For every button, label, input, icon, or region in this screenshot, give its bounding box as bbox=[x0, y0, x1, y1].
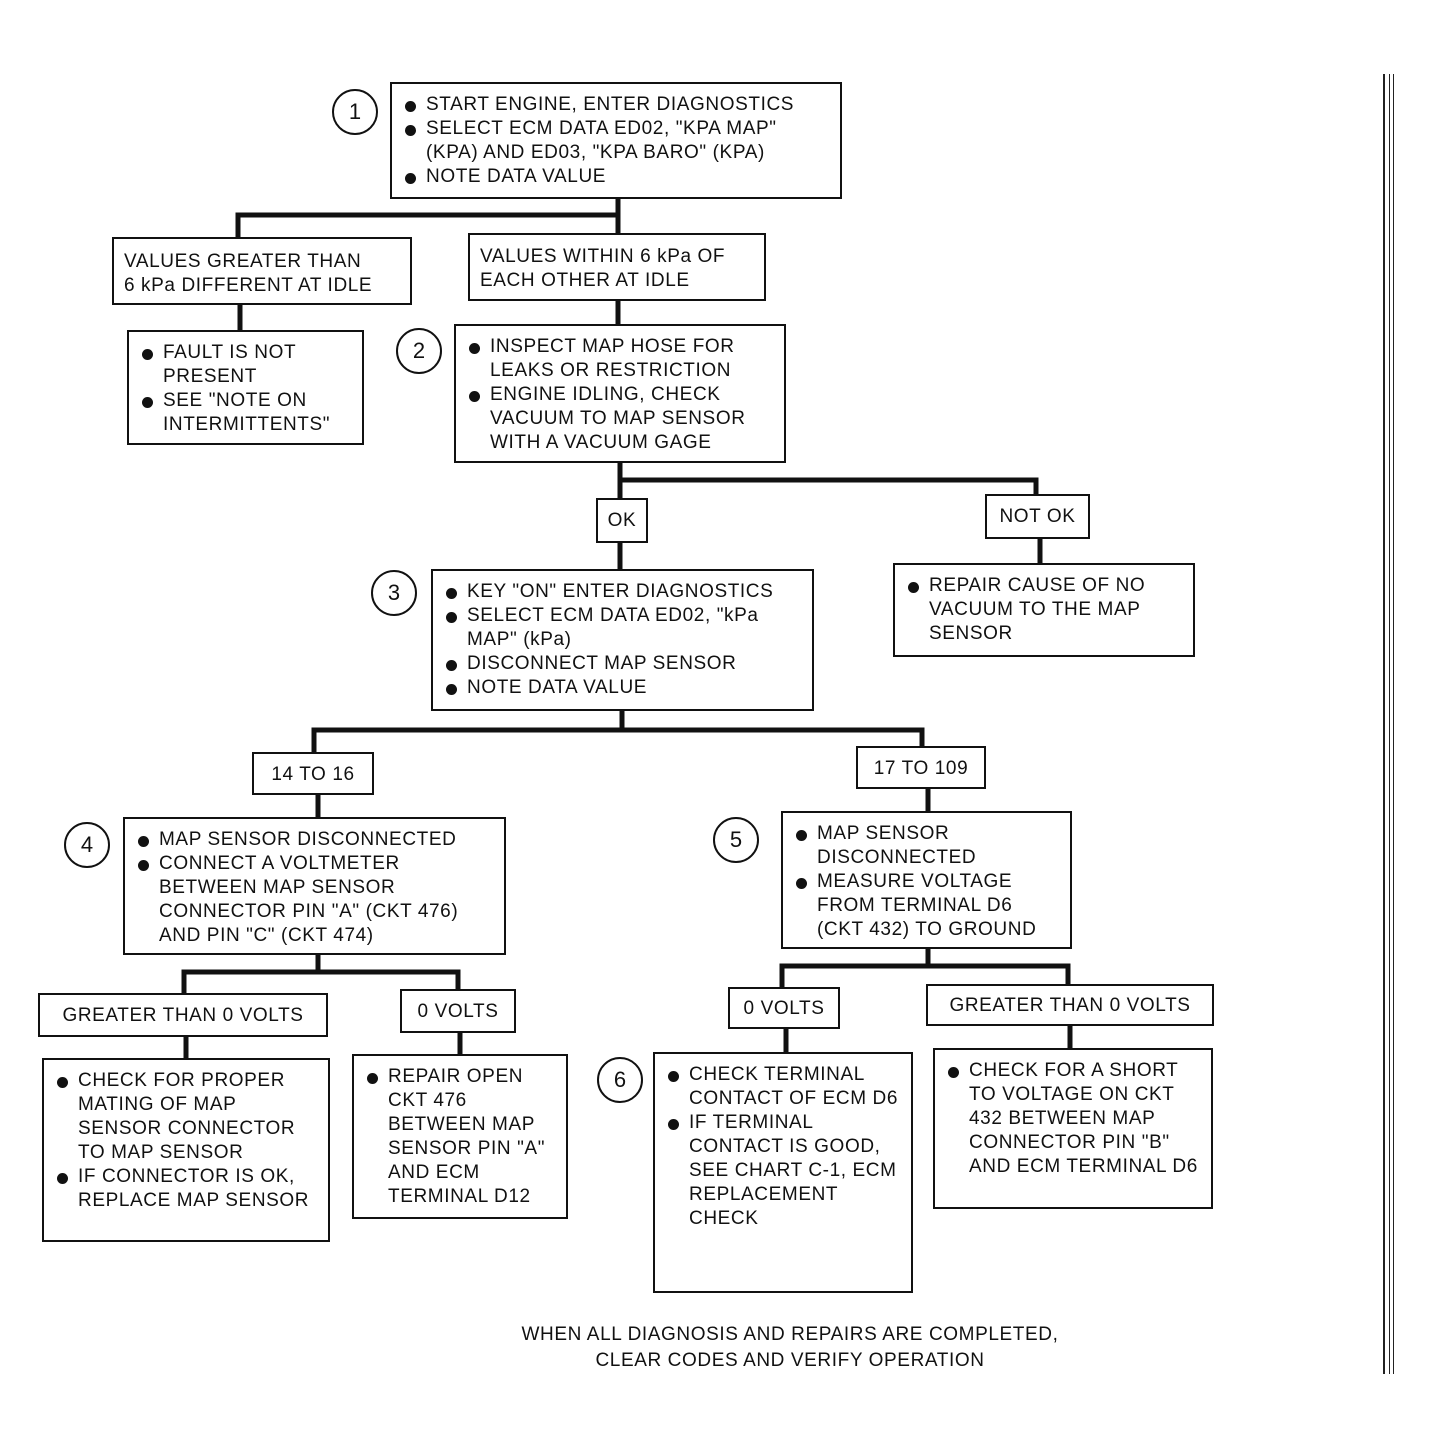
fault-not-present-box: FAULT IS NOT PRESENT SEE "NOTE ON INTERM… bbox=[127, 330, 364, 445]
repair-vacuum-box: REPAIR CAUSE OF NO VACUUM TO THE MAP SEN… bbox=[893, 563, 1195, 657]
step-1-box: START ENGINE, ENTER DIAGNOSTICS SELECT E… bbox=[390, 82, 842, 199]
step-6-marker: 6 bbox=[597, 1057, 643, 1103]
fault-item: SEE "NOTE ON INTERMITTENTS" bbox=[139, 389, 354, 437]
step-5-item: MAP SENSOR DISCONNECTED bbox=[793, 822, 1062, 870]
outcome-values-within-6kpa: VALUES WITHIN 6 kPa OF EACH OTHER AT IDL… bbox=[468, 233, 766, 301]
step-1-item: START ENGINE, ENTER DIAGNOSTICS bbox=[402, 93, 832, 117]
step-1-marker: 1 bbox=[332, 89, 378, 135]
step-3-item: NOTE DATA VALUE bbox=[443, 676, 804, 700]
step-2-marker: 2 bbox=[396, 328, 442, 374]
step-3-box: KEY "ON" ENTER DIAGNOSTICS SELECT ECM DA… bbox=[431, 569, 814, 711]
footer-note: WHEN ALL DIAGNOSIS AND REPAIRS ARE COMPL… bbox=[440, 1322, 1140, 1374]
margin-rule bbox=[1383, 74, 1385, 1374]
margin-rule bbox=[1393, 74, 1394, 1374]
step-2-box: INSPECT MAP HOSE FOR LEAKS OR RESTRICTIO… bbox=[454, 324, 786, 463]
margin-rule bbox=[1389, 74, 1390, 1374]
check-short-item: CHECK FOR A SHORT TO VOLTAGE ON CKT 432 … bbox=[945, 1059, 1203, 1179]
footer-line: WHEN ALL DIAGNOSIS AND REPAIRS ARE COMPL… bbox=[521, 1324, 1059, 1345]
repair-vacuum-item: REPAIR CAUSE OF NO VACUUM TO THE MAP SEN… bbox=[905, 574, 1185, 646]
label-line: VALUES WITHIN 6 kPa OF bbox=[480, 246, 726, 267]
step-2-item: INSPECT MAP HOSE FOR LEAKS OR RESTRICTIO… bbox=[466, 335, 776, 383]
label-line: 6 kPa DIFFERENT AT IDLE bbox=[124, 275, 373, 296]
outcome-values-greater-than-6kpa: VALUES GREATER THAN 6 kPa DIFFERENT AT I… bbox=[112, 237, 412, 305]
check-mating-box: CHECK FOR PROPER MATING OF MAP SENSOR CO… bbox=[42, 1058, 330, 1242]
label-line: EACH OTHER AT IDLE bbox=[480, 270, 690, 291]
step-4-item: MAP SENSOR DISCONNECTED bbox=[135, 828, 496, 852]
step-1-item: SELECT ECM DATA ED02, "kPa MAP" (kPa) AN… bbox=[402, 117, 832, 165]
outcome-step4-0-volts: 0 VOLTS bbox=[400, 989, 516, 1033]
step-6-item: IF TERMINAL CONTACT IS GOOD, SEE CHART C… bbox=[665, 1111, 903, 1231]
outcome-step5-greater-than-0-volts: GREATER THAN 0 VOLTS bbox=[926, 984, 1214, 1026]
outcome-step4-greater-than-0-volts: GREATER THAN 0 VOLTS bbox=[38, 993, 328, 1037]
step-4-marker: 4 bbox=[64, 822, 110, 868]
step-5-marker: 5 bbox=[713, 817, 759, 863]
step-4-box: MAP SENSOR DISCONNECTED CONNECT A VOLTME… bbox=[123, 817, 506, 955]
step-6-box: CHECK TERMINAL CONTACT OF ECM D6 IF TERM… bbox=[653, 1052, 913, 1293]
mating-item: IF CONNECTOR IS OK, REPLACE MAP SENSOR bbox=[54, 1165, 320, 1213]
outcome-ok: OK bbox=[596, 498, 648, 543]
step-4-item: CONNECT A VOLTMETER BETWEEN MAP SENSOR C… bbox=[135, 852, 496, 948]
step-5-item: MEASURE VOLTAGE FROM TERMINAL D6 (CKT 43… bbox=[793, 870, 1062, 942]
repair-open-item: REPAIR OPEN CKT 476 BETWEEN MAP SENSOR P… bbox=[364, 1065, 558, 1209]
outcome-17-to-109: 17 TO 109 bbox=[856, 746, 986, 789]
step-3-item: SELECT ECM DATA ED02, "kPa MAP" (kPa) bbox=[443, 604, 804, 652]
mating-item: CHECK FOR PROPER MATING OF MAP SENSOR CO… bbox=[54, 1069, 320, 1165]
fault-item: FAULT IS NOT PRESENT bbox=[139, 341, 354, 389]
step-1-item: NOTE DATA VALUE bbox=[402, 165, 832, 189]
label-line: VALUES GREATER THAN bbox=[124, 251, 362, 272]
step-6-item: CHECK TERMINAL CONTACT OF ECM D6 bbox=[665, 1063, 903, 1111]
outcome-14-to-16: 14 TO 16 bbox=[252, 752, 374, 795]
footer-line: CLEAR CODES AND VERIFY OPERATION bbox=[595, 1350, 985, 1371]
step-3-item: DISCONNECT MAP SENSOR bbox=[443, 652, 804, 676]
step-5-box: MAP SENSOR DISCONNECTED MEASURE VOLTAGE … bbox=[781, 811, 1072, 949]
repair-open-box: REPAIR OPEN CKT 476 BETWEEN MAP SENSOR P… bbox=[352, 1054, 568, 1219]
check-short-box: CHECK FOR A SHORT TO VOLTAGE ON CKT 432 … bbox=[933, 1048, 1213, 1209]
outcome-not-ok: NOT OK bbox=[985, 494, 1090, 539]
outcome-step5-0-volts: 0 VOLTS bbox=[728, 987, 840, 1029]
step-3-marker: 3 bbox=[371, 570, 417, 616]
step-2-item: ENGINE IDLING, CHECK VACUUM TO MAP SENSO… bbox=[466, 383, 776, 455]
step-3-item: KEY "ON" ENTER DIAGNOSTICS bbox=[443, 580, 804, 604]
